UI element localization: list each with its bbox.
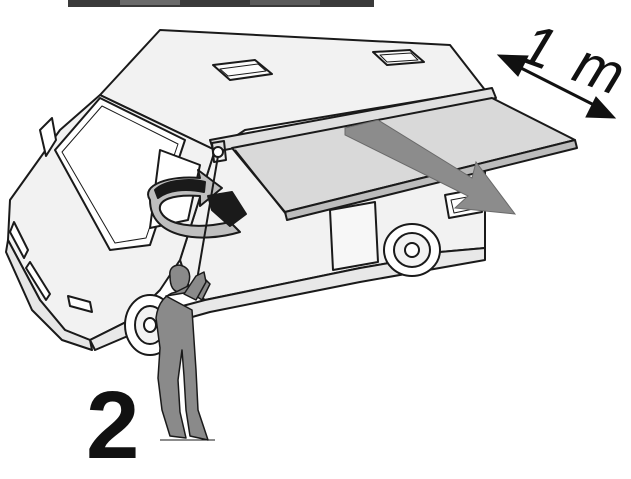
person-silhouette <box>155 155 219 441</box>
rear-wheel <box>383 223 441 277</box>
crank-eye <box>212 146 224 158</box>
awning-front-bar <box>284 139 578 221</box>
camper-van <box>5 29 486 356</box>
awning-arm-left <box>234 149 287 215</box>
photo-strip <box>68 0 374 7</box>
step-number: 2 <box>86 372 140 479</box>
headlight <box>9 221 29 259</box>
crank-rod <box>196 155 219 281</box>
extension-arrow <box>344 119 517 215</box>
roof-vent-front <box>212 59 273 81</box>
front-bumper <box>5 239 93 351</box>
rotation-arrow-head <box>207 191 247 227</box>
awning-instruction-diagram <box>5 0 617 441</box>
side-mirror <box>39 117 57 157</box>
side-door <box>329 201 379 271</box>
dimension-arrow <box>496 54 617 119</box>
rotation-arrow <box>147 169 247 239</box>
